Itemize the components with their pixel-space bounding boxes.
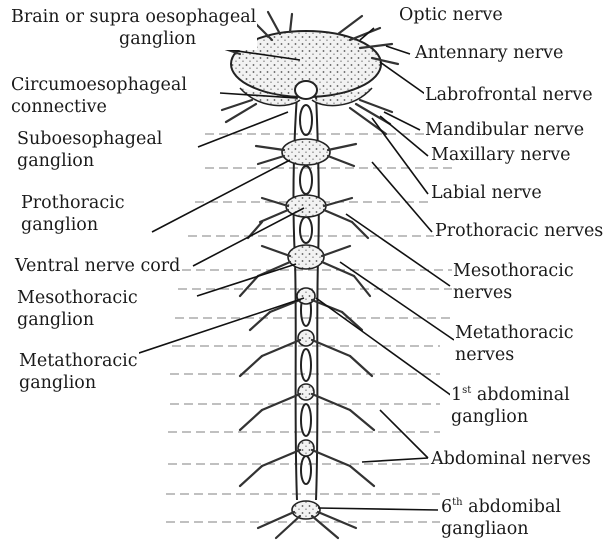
- label-labial-nerve: Labial nerve: [430, 184, 543, 203]
- label-first-abdominal-ganglion: 1st abdominal ganglion: [450, 384, 571, 428]
- label-abd1-line1: 1st abdominal: [451, 384, 570, 406]
- label-mandibular-nerve: Mandibular nerve: [424, 121, 585, 140]
- label-prothoracic-ganglion: Prothoracic ganglion: [20, 192, 126, 236]
- label-prothoracic-nerves: Prothoracic nerves: [434, 222, 604, 241]
- label-subo-line2: ganglion: [17, 150, 162, 172]
- label-pro-line2: ganglion: [21, 214, 125, 236]
- label-metathoracic-ganglion: Metathoracic ganglion: [18, 350, 139, 394]
- label-maxillary-nerve: Maxillary nerve: [430, 146, 572, 165]
- label-antennary-nerve: Antennary nerve: [414, 44, 564, 63]
- segment-guide-lines: [166, 134, 460, 522]
- label-abd6-line1: 6th abdomibal: [441, 496, 561, 518]
- label-pro-line1: Prothoracic: [21, 192, 125, 214]
- label-abdominal-nerves: Abdominal nerves: [430, 450, 592, 469]
- label-subo-line1: Suboesophageal: [17, 128, 162, 150]
- ganglia-shapes: [282, 139, 330, 519]
- label-mesothoracic-nerves-line2: nerves: [453, 282, 574, 304]
- label-circumoesophageal: Circumoesophageal connective: [10, 74, 188, 118]
- label-metathoracic-nerves: Metathoracic nerves: [454, 322, 575, 366]
- label-mesothoracic-ganglion: Mesothoracic ganglion: [16, 287, 139, 331]
- label-optic-nerve: Optic nerve: [398, 6, 504, 25]
- label-circum-line1: Circumoesophageal: [11, 74, 187, 96]
- label-sixth-abdominal-ganglion: 6th abdomibal gangliaon: [440, 496, 562, 540]
- label-ventral-nerve-cord: Ventral nerve cord: [14, 257, 181, 276]
- label-mesothoracic-nerves: Mesothoracic nerves: [452, 260, 575, 304]
- label-abd1-line2: ganglion: [451, 406, 570, 428]
- label-circum-line2: connective: [11, 96, 187, 118]
- label-brain-line2: ganglion: [11, 28, 256, 50]
- label-mesothoracic-nerves-line1: Mesothoracic: [453, 260, 574, 282]
- label-labrofrontal-nerve: Labrofrontal nerve: [424, 86, 594, 105]
- label-abd6-line2: gangliaon: [441, 518, 561, 540]
- label-meso-line1: Mesothoracic: [17, 287, 138, 309]
- label-metathoracic-nerves-line2: nerves: [455, 344, 574, 366]
- label-suboesophageal: Suboesophageal ganglion: [16, 128, 163, 172]
- label-meta-line2: ganglion: [19, 372, 138, 394]
- label-meso-line2: ganglion: [17, 309, 138, 331]
- label-metathoracic-nerves-line1: Metathoracic: [455, 322, 574, 344]
- label-brain: Brain or supra oesophageal ganglion: [10, 6, 257, 50]
- label-brain-line1: Brain or supra oesophageal: [11, 6, 256, 28]
- label-meta-line1: Metathoracic: [19, 350, 138, 372]
